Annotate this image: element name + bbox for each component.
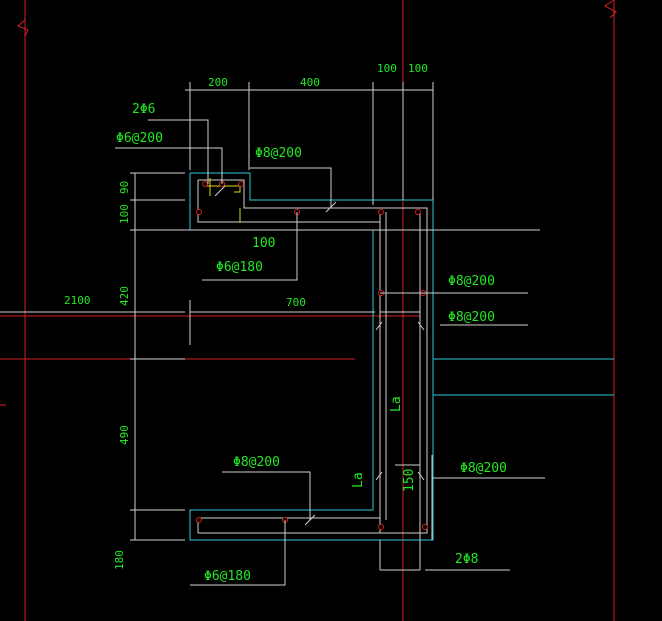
label-bottom-dist-bar: Φ6@180 xyxy=(204,569,251,584)
dim-left-420: 420 xyxy=(118,286,131,306)
rebar-cage xyxy=(197,178,428,534)
dim-top-100-a: 100 xyxy=(377,62,397,75)
dim-left-90: 90 xyxy=(118,181,131,194)
dim-top-100-b: 100 xyxy=(408,62,428,75)
rebar-dots xyxy=(196,181,428,530)
label-top-dist-bar: Φ6@180 xyxy=(216,260,263,275)
label-wall-bar-3: Φ8@200 xyxy=(460,461,507,476)
label-bottom-corner-bars: 2Φ8 xyxy=(455,552,478,567)
axis-lines xyxy=(0,0,617,621)
label-bottom-slab-bar: Φ8@200 xyxy=(233,455,280,470)
label-anchorage-1: La xyxy=(389,396,404,412)
dim-top-200: 200 xyxy=(208,76,228,89)
dim-left-100: 100 xyxy=(118,204,131,224)
dim-left-180: 180 xyxy=(113,550,126,570)
dim-inner-100: 100 xyxy=(252,236,275,251)
dim-overall-2100: 2100 xyxy=(64,294,91,307)
dim-vertical-150: 150 xyxy=(402,469,417,492)
dimension-lines xyxy=(0,82,545,586)
label-anchorage-2: La xyxy=(351,472,366,488)
label-wall-bar-2: Φ8@200 xyxy=(448,310,495,325)
label-top-stirrup: Φ6@200 xyxy=(116,131,163,146)
label-top-slab-bar: Φ8@200 xyxy=(255,146,302,161)
label-top-bars: 2Φ6 xyxy=(132,102,155,117)
label-wall-bar-1: Φ8@200 xyxy=(448,274,495,289)
dim-inner-700: 700 xyxy=(286,296,306,309)
dim-top-400: 400 xyxy=(300,76,320,89)
dim-left-490: 490 xyxy=(118,425,131,445)
